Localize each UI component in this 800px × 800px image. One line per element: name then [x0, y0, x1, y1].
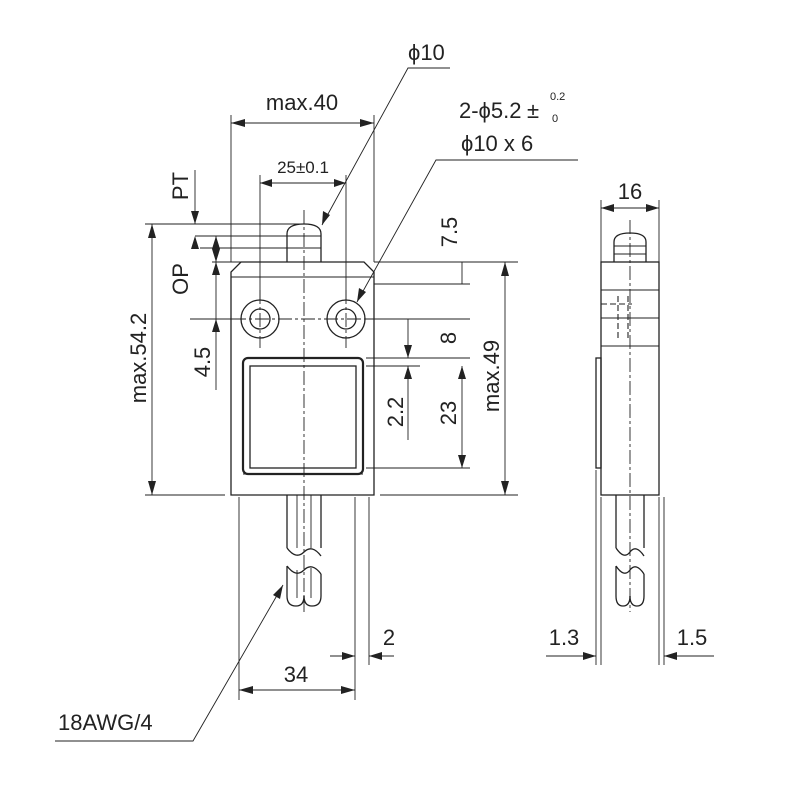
dim-pitch-label: 25±0.1	[277, 158, 329, 177]
dim-8-label: 8	[436, 332, 461, 344]
side-cable	[615, 495, 645, 607]
switch-body	[230, 261, 375, 496]
dim-2-2-label: 2.2	[383, 397, 408, 428]
dim-23-label: 23	[436, 401, 461, 425]
dim-op-label: OP	[168, 263, 193, 295]
dim-max40-label: max.40	[266, 90, 338, 115]
dim-1-3-label: 1.3	[549, 625, 580, 650]
dim-16-label: 16	[618, 179, 642, 204]
dim-phi10-label: ϕ10	[408, 40, 445, 65]
dim-hole-count-label: 2-ϕ5.2	[459, 98, 521, 123]
dim-2-label: 2	[383, 625, 395, 650]
dim-max49-label: max.49	[479, 340, 504, 412]
dim-max54-2-label: max.54.2	[126, 313, 151, 404]
dim-1-5-label: 1.5	[677, 625, 708, 650]
front-view: max.40 25±0.1 ϕ10 2-ϕ5.2 ± 0.2 0 ϕ10 x 6…	[55, 40, 578, 742]
dim-7-5-label: 7.5	[437, 217, 462, 248]
cable	[286, 495, 322, 607]
cable-label: 18AWG/4	[58, 710, 153, 735]
dim-hole-tol-upper: 0.2	[550, 91, 565, 103]
dim-hole-tol-sign: ±	[527, 98, 539, 123]
side-view: 16 1.3 1.5	[546, 179, 714, 665]
dim-4-5-label: 4.5	[190, 347, 215, 378]
dim-pt-label: PT	[168, 172, 193, 200]
dim-hole-tol-lower: 0	[552, 113, 558, 125]
dim-34-label: 34	[284, 662, 308, 687]
dim-counterbore-label: ϕ10 x 6	[461, 131, 533, 156]
